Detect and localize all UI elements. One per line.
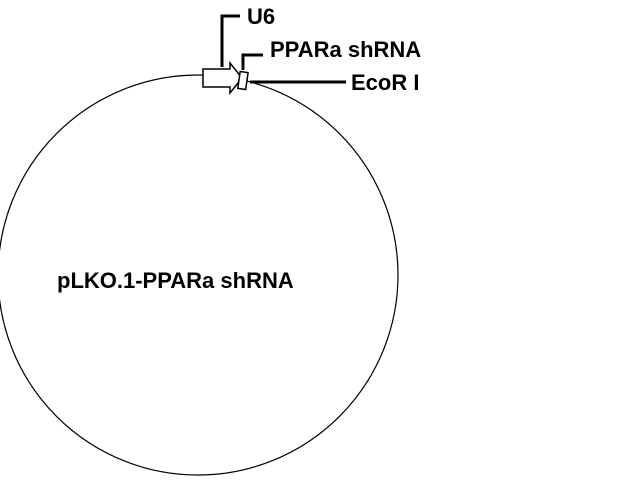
u6-label: U6 xyxy=(247,4,275,29)
u6-leader-line xyxy=(220,14,240,67)
shrna-insert-box xyxy=(236,70,249,91)
shrna-label: PPARa shRNA xyxy=(270,37,421,62)
ecori-label: EcoR I xyxy=(351,70,419,95)
u6-promoter-arrow xyxy=(202,60,243,96)
plasmid-name-label: pLKO.1-PPARa shRNA xyxy=(57,268,294,293)
plasmid-backbone-circle xyxy=(0,74,399,476)
shrna-leader-line xyxy=(241,53,263,70)
